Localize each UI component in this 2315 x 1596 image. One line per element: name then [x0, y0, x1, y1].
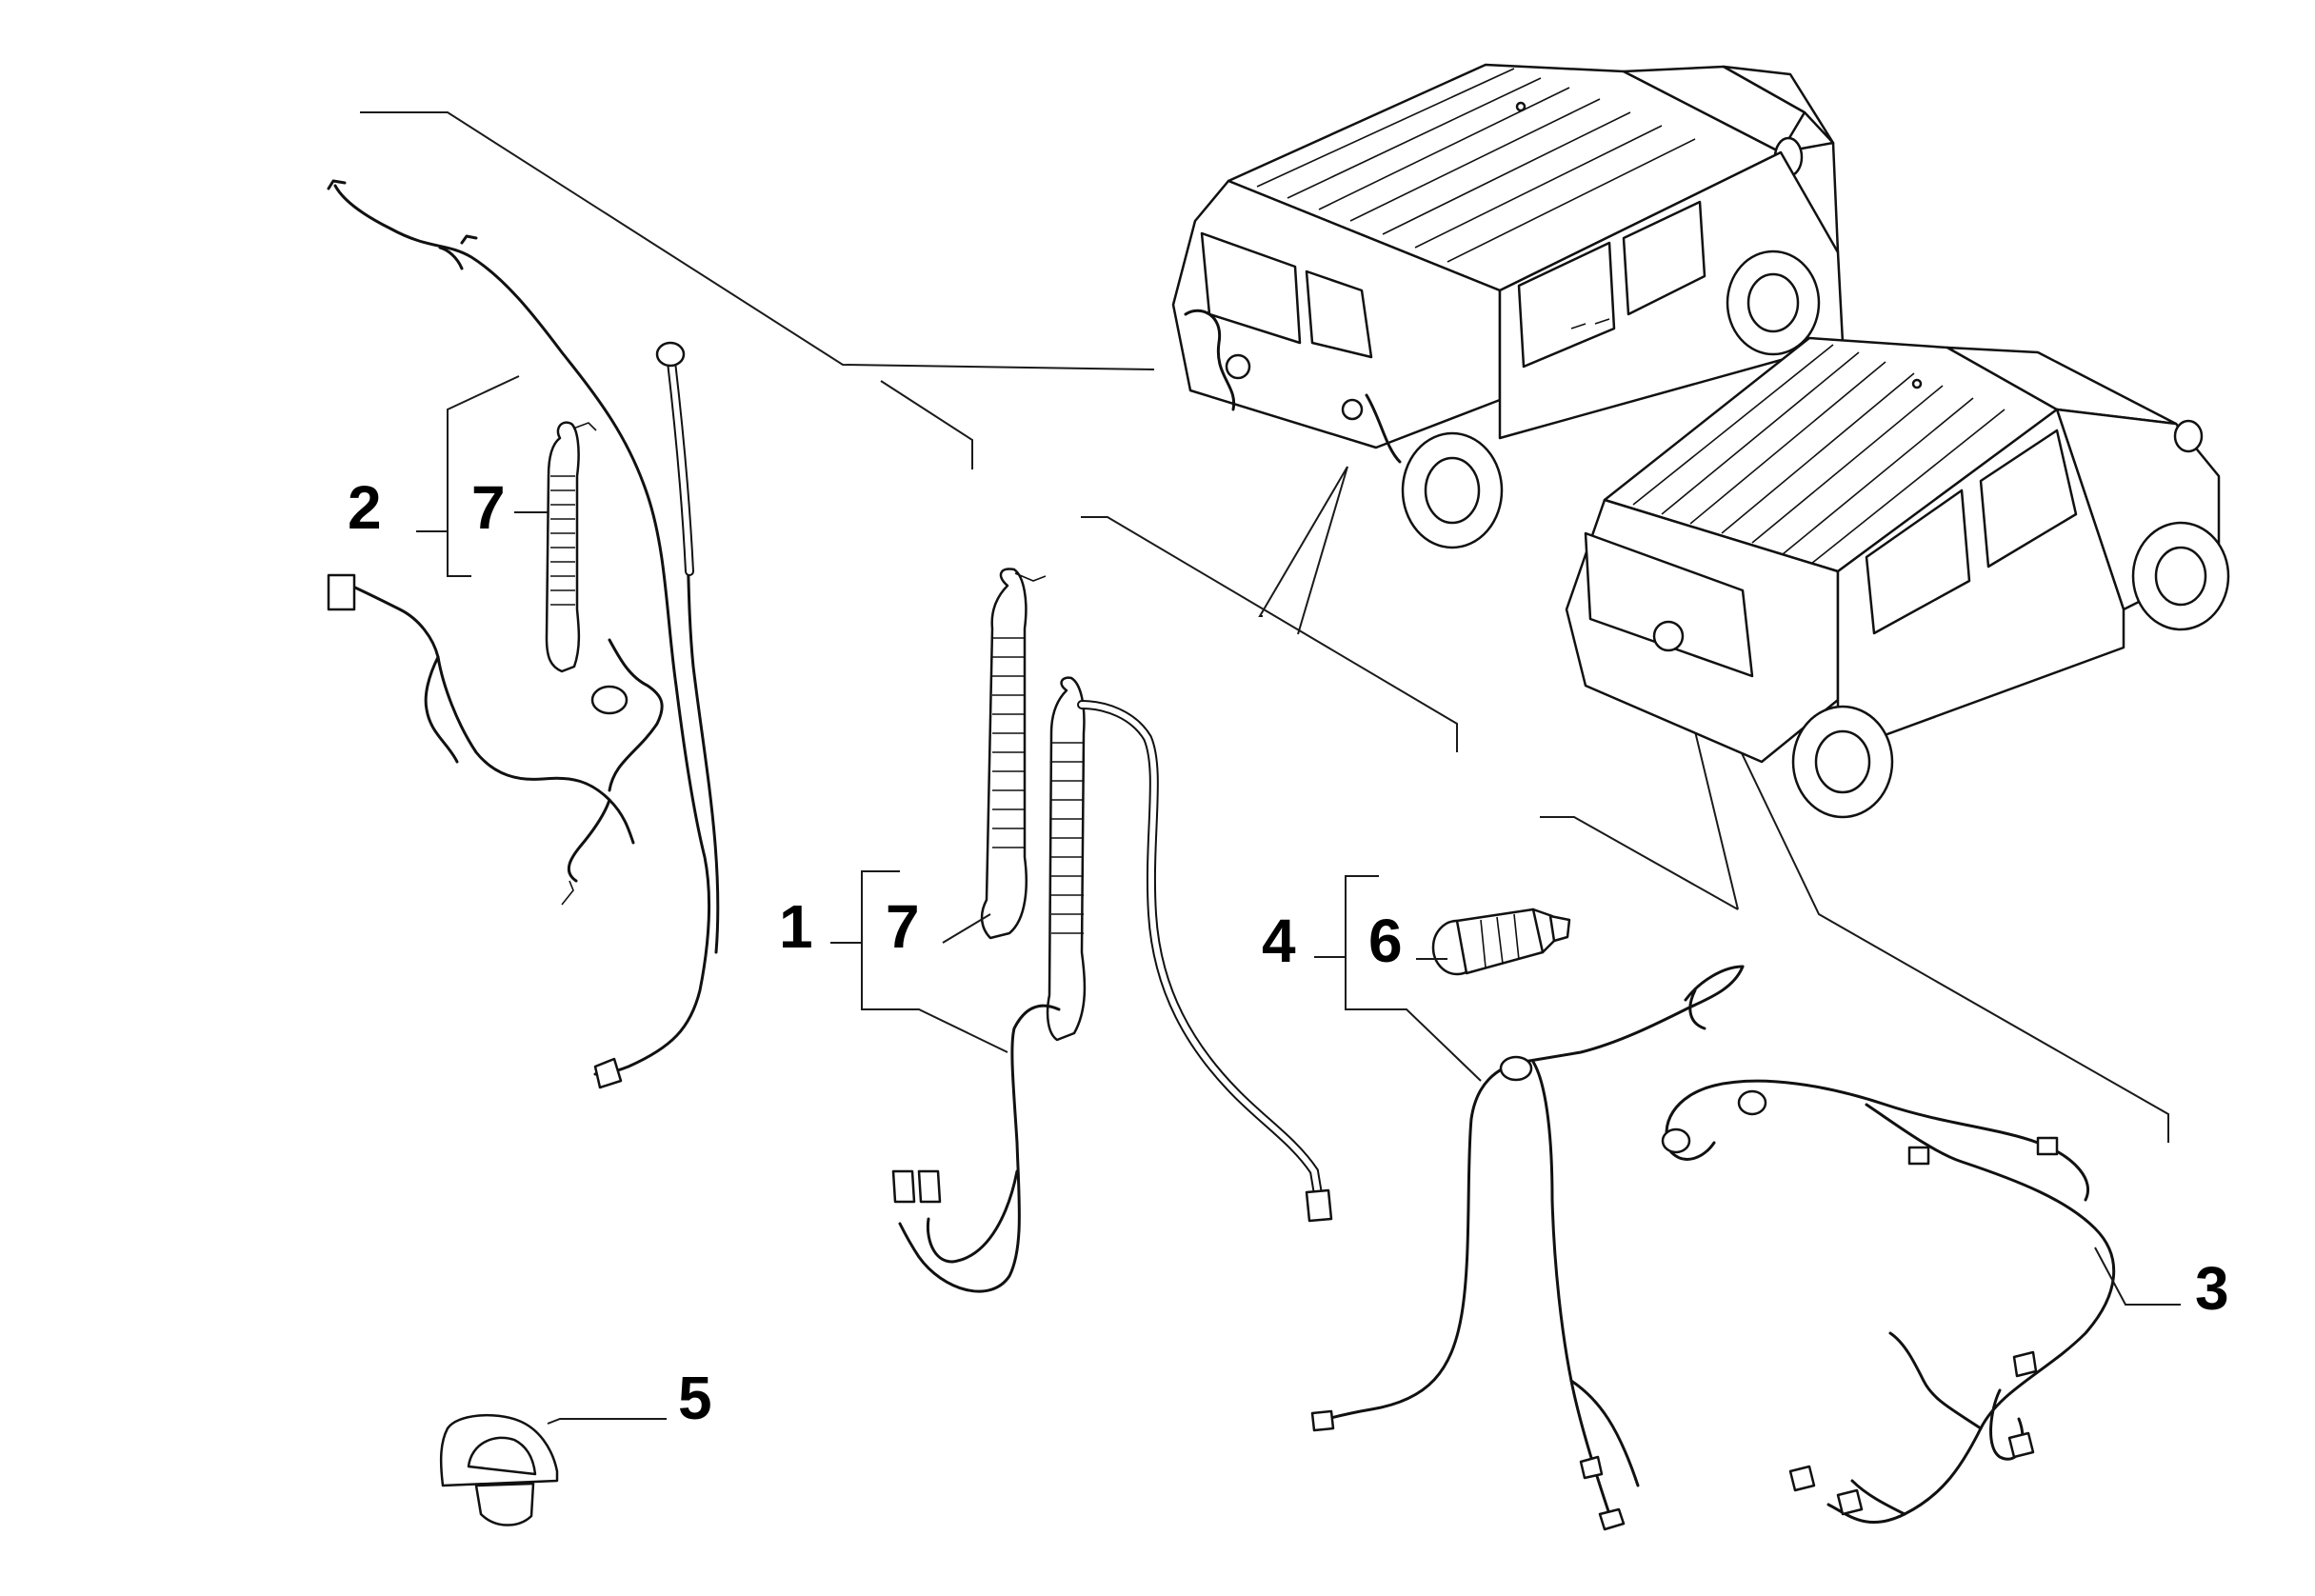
harness-1 [891, 568, 1333, 1293]
callout-6: 6 [1368, 907, 1403, 975]
harness-2 [327, 179, 720, 1089]
callout-3: 3 [2195, 1254, 2229, 1323]
leader-lines [360, 111, 2169, 1143]
callout-brackets [416, 375, 2181, 1425]
callout-4: 4 [1262, 907, 1296, 975]
callout-5: 5 [678, 1364, 712, 1432]
clip-5 [439, 1413, 559, 1526]
callout-7-left: 7 [471, 473, 506, 542]
callout-1: 1 [779, 892, 813, 961]
callout-labels: 2 7 1 7 4 6 3 5 [348, 473, 2229, 1432]
van-illustration-upper [1171, 63, 1845, 549]
van-illustration-lower [1565, 336, 2230, 819]
callout-7-centre: 7 [886, 892, 920, 961]
grommet-6 [1431, 908, 1571, 976]
corrugated-sleeve-7-left [545, 421, 597, 673]
harness-4 [1310, 965, 1745, 1531]
callout-2: 2 [348, 473, 382, 542]
harness-3 [1661, 1079, 2116, 1525]
